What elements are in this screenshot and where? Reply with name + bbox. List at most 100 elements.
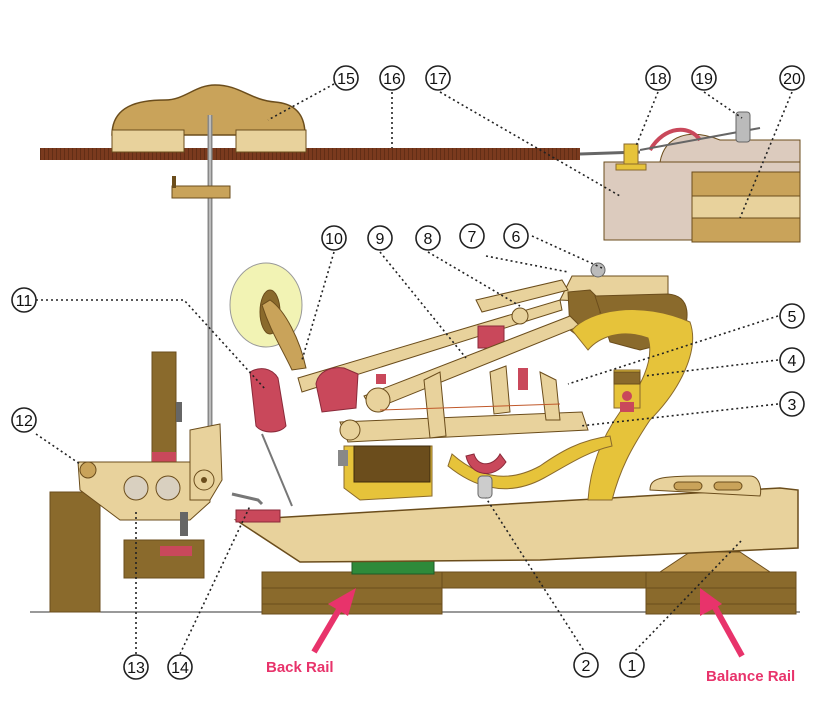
damper-guide-rail xyxy=(171,185,231,199)
callout-14: 14 xyxy=(167,654,193,680)
callout-17-label: 17 xyxy=(429,71,447,88)
pin-block-layer-1 xyxy=(691,171,801,197)
callout-18: 18 xyxy=(645,65,671,91)
key-stick xyxy=(233,487,799,563)
callout-8-label: 8 xyxy=(424,231,433,248)
wippen-spring xyxy=(379,403,561,411)
callout-7: 7 xyxy=(459,223,485,249)
string-bend xyxy=(648,127,702,152)
leader-1 xyxy=(631,539,743,655)
callout-15-label: 15 xyxy=(337,71,355,88)
callout-19: 19 xyxy=(691,65,717,91)
callout-10-label: 10 xyxy=(325,231,343,248)
damper-lever-support xyxy=(49,491,101,613)
backcheck-assembly xyxy=(613,369,641,412)
callout-20-label: 20 xyxy=(783,71,801,88)
lead-weight-2 xyxy=(155,475,181,501)
jack xyxy=(423,371,447,439)
callout-2-label: 2 xyxy=(582,658,591,675)
callout-6-label: 6 xyxy=(512,229,521,246)
hammer-knuckle xyxy=(315,367,359,413)
rail-arrows xyxy=(311,588,745,658)
hammer-rest-wire xyxy=(261,433,293,507)
balance-rail-block xyxy=(658,551,772,573)
callout-15: 15 xyxy=(333,65,359,91)
callout-12: 12 xyxy=(11,407,37,433)
callout-4: 4 xyxy=(779,347,805,373)
leader-2 xyxy=(485,497,587,655)
callout-4-label: 4 xyxy=(788,353,797,370)
callout-17: 17 xyxy=(425,65,451,91)
key-felt xyxy=(235,509,281,523)
callout-3: 3 xyxy=(779,391,805,417)
callout-20: 20 xyxy=(779,65,805,91)
callout-16: 16 xyxy=(379,65,405,91)
balance-rail-label: Balance Rail xyxy=(706,668,795,685)
callout-9: 9 xyxy=(367,225,393,251)
wippen xyxy=(338,365,589,501)
callout-7-label: 7 xyxy=(468,229,477,246)
callout-19-label: 19 xyxy=(695,71,713,88)
callout-5-label: 5 xyxy=(788,309,797,326)
leader-10 xyxy=(301,251,335,361)
balance-rail-upper xyxy=(645,571,797,589)
callout-10: 10 xyxy=(321,225,347,251)
agraffe xyxy=(623,143,639,167)
drop-screw xyxy=(511,307,529,325)
back-rail-label: Back Rail xyxy=(266,659,334,676)
leader-6 xyxy=(531,235,603,269)
callout-9-label: 9 xyxy=(376,231,385,248)
capstan-screw xyxy=(477,475,493,499)
leader-7 xyxy=(485,255,569,273)
callout-3-label: 3 xyxy=(788,397,797,414)
leader-5 xyxy=(567,315,779,385)
callout-2: 2 xyxy=(573,652,599,678)
hammer-shank xyxy=(297,299,563,393)
damper-tab xyxy=(151,351,177,463)
leader-3 xyxy=(579,403,779,427)
callout-18-label: 18 xyxy=(649,71,667,88)
balance-rail-arrow xyxy=(709,600,745,658)
pin-block-assembly xyxy=(603,111,801,243)
frame-middle xyxy=(441,571,648,589)
callout-16-label: 16 xyxy=(383,71,401,88)
tuning-pin xyxy=(735,111,751,143)
capstan-cup xyxy=(465,453,507,474)
key-top-block xyxy=(649,475,762,497)
pin-block-layer-3 xyxy=(691,217,801,243)
pin-block-layer-2 xyxy=(691,195,801,219)
lead-weight-1 xyxy=(123,475,149,501)
callout-6: 6 xyxy=(503,223,529,249)
callouts: 1 2 3 4 5 6 7 8 9 10 11 12 13 14 15 16 1… xyxy=(11,65,805,680)
string-assembly xyxy=(40,84,641,440)
callout-11: 11 xyxy=(11,287,37,313)
regulating-screw xyxy=(590,262,606,278)
callout-5: 5 xyxy=(779,303,805,329)
callout-1: 1 xyxy=(619,652,645,678)
damper-spoon xyxy=(231,492,264,506)
damper-felt-block xyxy=(111,84,306,136)
leader-lines xyxy=(35,83,793,655)
callout-1-label: 1 xyxy=(628,658,637,675)
balance-rail-lower xyxy=(645,587,797,605)
callout-11-label: 11 xyxy=(16,293,33,310)
hammer-assembly xyxy=(229,262,688,507)
callout-8: 8 xyxy=(415,225,441,251)
leader-17 xyxy=(439,91,621,197)
hammer-shank-wood xyxy=(261,299,307,371)
wippen-cushion xyxy=(353,445,431,483)
callout-13: 13 xyxy=(123,654,149,680)
support-spring xyxy=(447,435,613,490)
leader-18 xyxy=(635,91,659,147)
leader-14 xyxy=(179,505,251,655)
back-rail-arrow xyxy=(311,606,343,654)
key xyxy=(233,475,799,563)
damper-felt-right xyxy=(235,129,307,153)
callout-14-label: 14 xyxy=(171,660,189,677)
jack-top xyxy=(475,279,569,313)
leader-12 xyxy=(35,433,81,465)
callout-13-label: 13 xyxy=(127,660,145,677)
callout-12-label: 12 xyxy=(15,413,33,430)
